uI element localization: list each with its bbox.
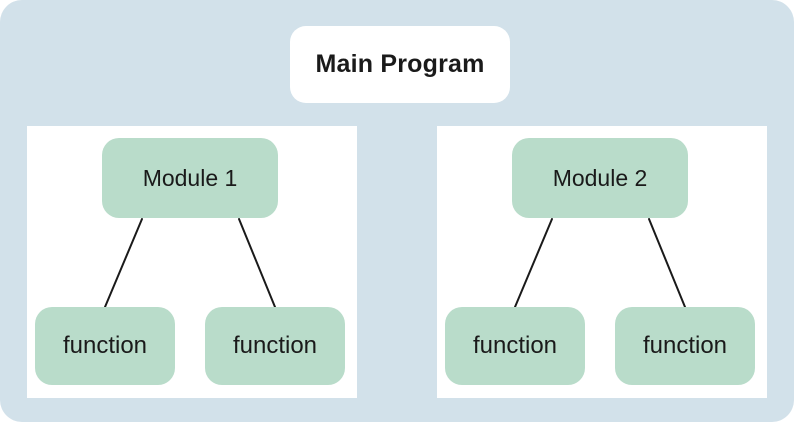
connector-line: [514, 218, 553, 308]
module-2-node: Module 2: [512, 138, 688, 218]
module-1-function-node-2: function: [205, 307, 345, 385]
connector-line: [238, 218, 276, 308]
module-1-node: Module 1: [102, 138, 278, 218]
connector-line: [648, 218, 686, 308]
module-1-panel: Module 1 function function: [27, 126, 357, 398]
module-2-function-node-2: function: [615, 307, 755, 385]
connector-line: [104, 218, 143, 308]
module-1-function-node-1: function: [35, 307, 175, 385]
main-program-node: Main Program: [290, 26, 510, 103]
module-2-panel: Module 2 function function: [437, 126, 767, 398]
module-2-function-node-1: function: [445, 307, 585, 385]
